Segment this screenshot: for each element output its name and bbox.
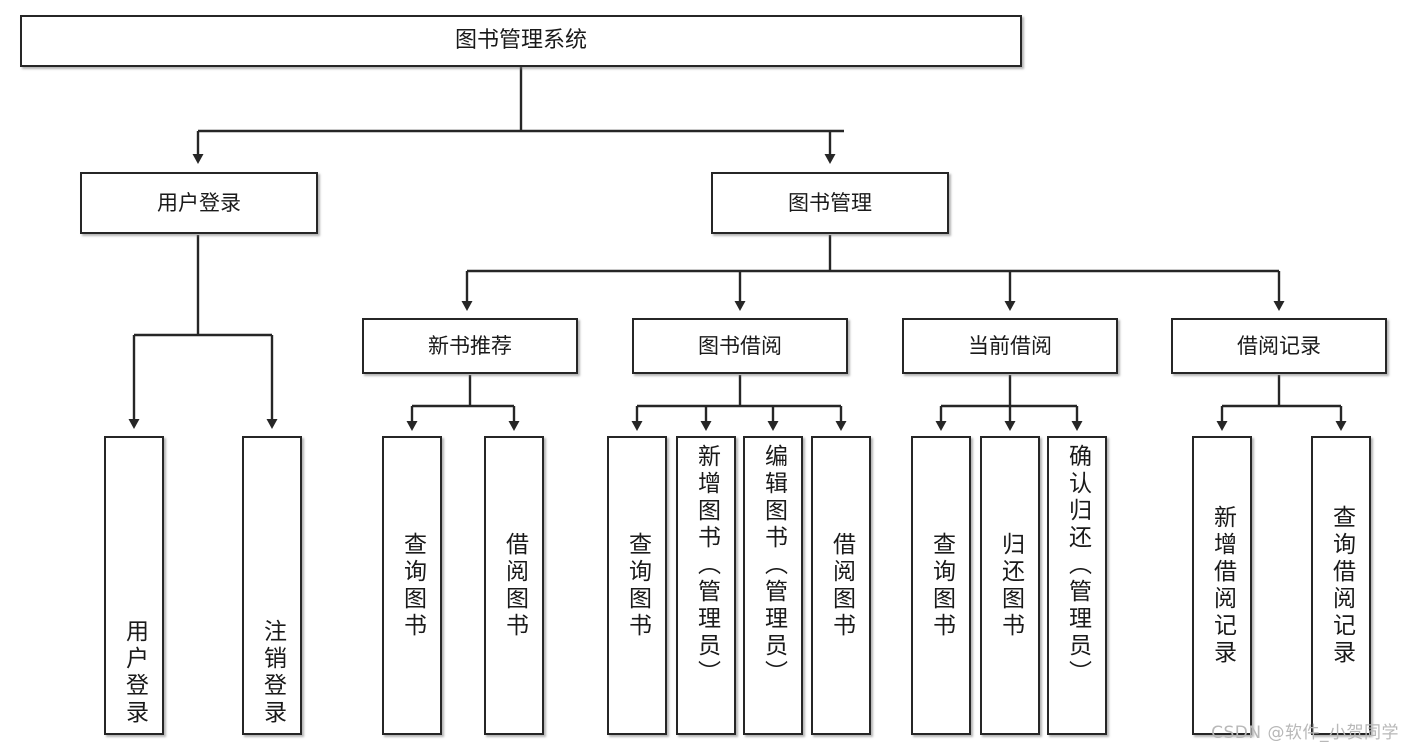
watermark: CSDN @软件_小贺同学 — [1211, 723, 1399, 743]
leaf-query-borrow-record[interactable]: 查询借阅记录 — [1311, 436, 1371, 735]
leaf-edit-book-admin[interactable]: 编辑图书（管理员） — [743, 436, 803, 735]
leaf-confirm-return-admin[interactable]: 确认归还（管理员） — [1047, 436, 1107, 735]
leaf-add-book-admin-label: 新增图书（管理员） — [693, 444, 720, 687]
leaf-add-borrow-record[interactable]: 新增借阅记录 — [1192, 436, 1252, 735]
leaf-add-borrow-record-label: 新增借阅记录 — [1209, 504, 1236, 667]
node-borrow-records[interactable]: 借阅记录 — [1171, 318, 1387, 374]
leaf-query-borrow-record-label: 查询借阅记录 — [1328, 504, 1355, 667]
node-user-login[interactable]: 用户登录 — [80, 172, 318, 234]
leaf-query-book-current-label: 查询图书 — [928, 531, 955, 640]
node-root[interactable]: 图书管理系统 — [20, 15, 1022, 67]
leaf-return-book-label: 归还图书 — [997, 531, 1024, 640]
node-user-login-label: 用户登录 — [157, 190, 241, 215]
node-current-borrow-label: 当前借阅 — [968, 333, 1052, 358]
leaf-borrow-book-label: 借阅图书 — [828, 531, 855, 640]
leaf-query-book-new[interactable]: 查询图书 — [382, 436, 442, 735]
leaf-borrow-book-new[interactable]: 借阅图书 — [484, 436, 544, 735]
node-root-label: 图书管理系统 — [454, 28, 587, 54]
leaf-query-book-current[interactable]: 查询图书 — [911, 436, 971, 735]
leaf-user-login-label: 用户登录 — [121, 619, 148, 727]
leaf-query-book-new-label: 查询图书 — [399, 531, 426, 640]
node-borrow-records-label: 借阅记录 — [1237, 333, 1321, 358]
leaf-edit-book-admin-label: 编辑图书（管理员） — [760, 444, 787, 687]
leaf-query-book-borrow-label: 查询图书 — [624, 531, 651, 640]
leaf-logout-label: 注销登录 — [259, 619, 286, 727]
leaf-user-login[interactable]: 用户登录 — [104, 436, 164, 735]
node-book-management-label: 图书管理 — [788, 190, 872, 215]
node-new-book-recommend[interactable]: 新书推荐 — [362, 318, 578, 374]
leaf-query-book-borrow[interactable]: 查询图书 — [607, 436, 667, 735]
leaf-return-book[interactable]: 归还图书 — [980, 436, 1040, 735]
node-book-management[interactable]: 图书管理 — [711, 172, 949, 234]
leaf-logout[interactable]: 注销登录 — [242, 436, 302, 735]
leaf-borrow-book-new-label: 借阅图书 — [501, 531, 528, 640]
leaf-borrow-book[interactable]: 借阅图书 — [811, 436, 871, 735]
node-current-borrow[interactable]: 当前借阅 — [902, 318, 1118, 374]
node-book-borrow[interactable]: 图书借阅 — [632, 318, 848, 374]
node-book-borrow-label: 图书借阅 — [698, 333, 782, 358]
leaf-confirm-return-admin-label: 确认归还（管理员） — [1064, 444, 1091, 687]
leaf-add-book-admin[interactable]: 新增图书（管理员） — [676, 436, 736, 735]
node-new-book-recommend-label: 新书推荐 — [428, 333, 512, 358]
